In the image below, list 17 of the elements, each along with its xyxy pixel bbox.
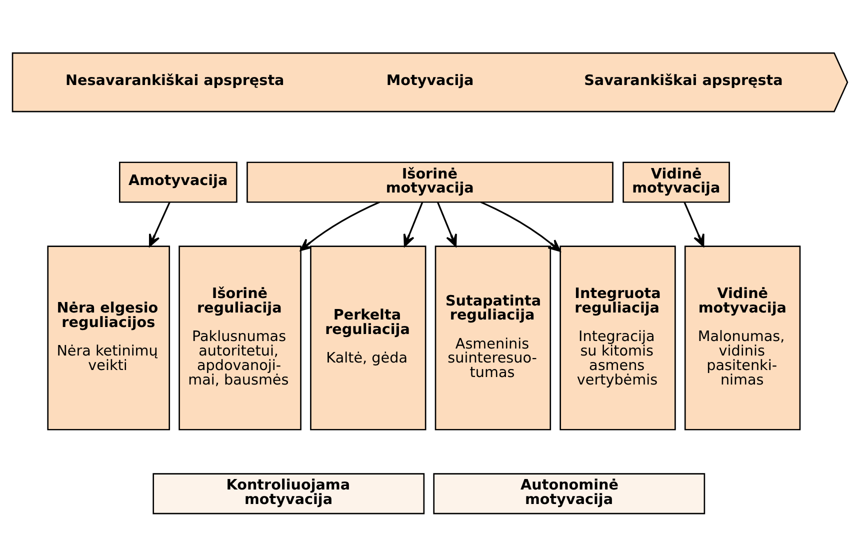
- arrow: [148, 202, 170, 247]
- arrow: [436, 202, 457, 247]
- node-box: Vidinė motyvacija: [622, 162, 730, 203]
- node-box: Amotyvacija: [119, 162, 238, 203]
- node-box: Sutapatinta reguliacija Asmeninis suinteresuo- tumas: [434, 246, 552, 430]
- node-box: Nėra elgesio reguliacijos Nėra ketinimų veikti: [47, 246, 170, 430]
- node-box: Kontroliuojama motyvacija: [152, 473, 425, 514]
- node-box: Išorinė reguliacija Paklusnumas autoritetui, apdovanoji- mai, bausmės: [178, 246, 302, 430]
- node-box: Išorinė motyvacija: [246, 162, 614, 203]
- node-box: Autonominė motyvacija: [433, 473, 706, 514]
- node-box: Vidinė motyvacija Malonumas, vidinis pasitenki- nimas: [684, 246, 801, 430]
- node-box: Perkelta reguliacija Kaltė, gėda: [310, 246, 426, 430]
- arrow: [684, 202, 704, 247]
- arrow: [480, 201, 561, 252]
- arrow: [403, 202, 424, 247]
- arrow: [300, 201, 380, 252]
- node-box: Integruota reguliacija Integracija su kitomis asmens vertybėmis: [560, 246, 676, 430]
